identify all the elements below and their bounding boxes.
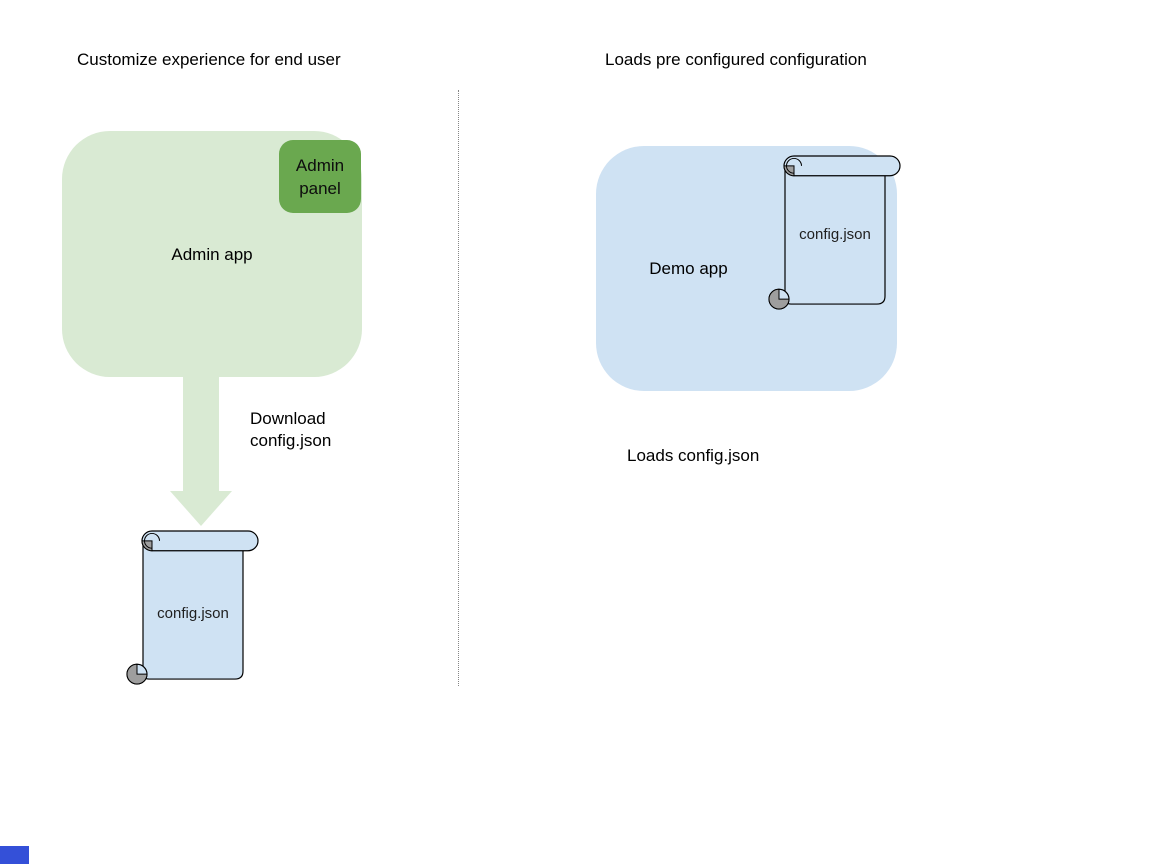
scroll-shape-icon	[126, 530, 259, 685]
download-arrow-label: Download config.json	[250, 409, 332, 450]
admin-app-label: Admin app	[171, 245, 253, 264]
demo-app-label: Demo app	[649, 259, 728, 278]
config-scroll-right: config.json	[768, 154, 902, 310]
loads-config-caption: Loads config.json	[627, 446, 760, 465]
config-scroll-left-label: config.json	[157, 605, 229, 622]
config-scroll-right-label: config.json	[799, 226, 871, 243]
scroll-shape-icon	[768, 155, 901, 310]
blue-corner-artifact	[0, 846, 29, 864]
right-section-title: Loads pre configured configuration	[605, 50, 867, 69]
config-scroll-left: config.json	[126, 529, 260, 685]
left-section-title: Customize experience for end user	[77, 50, 341, 69]
download-arrow-icon	[170, 377, 232, 526]
section-divider	[458, 90, 459, 686]
admin-panel-label: Admin panel	[295, 155, 345, 198]
admin-panel-box: Admin panel	[279, 140, 361, 213]
